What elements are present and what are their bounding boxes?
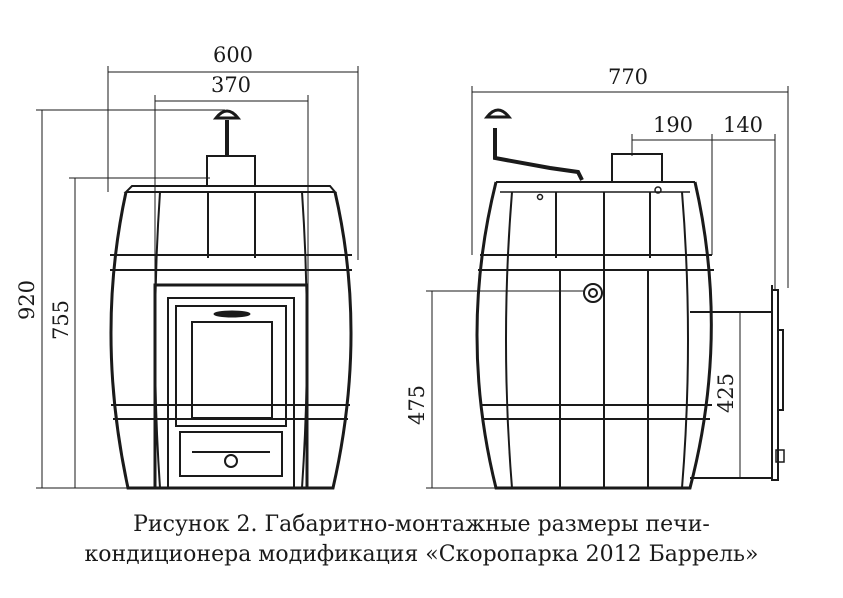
figure-caption-line-1: Рисунок 2. Габаритно-монтажные размеры п… bbox=[133, 512, 710, 537]
front-door-glass bbox=[191, 321, 273, 419]
dim-side-width: 770 bbox=[608, 65, 648, 89]
side-barrel-outline bbox=[475, 181, 713, 490]
stove-dimension-drawing: 600 370 920 755 770 190 140 475 425 bbox=[15, 43, 789, 490]
dim-chimney-offset: 190 bbox=[653, 113, 693, 137]
front-dimension-lines bbox=[36, 66, 359, 489]
front-view bbox=[109, 109, 353, 490]
dim-side-mid-height: 475 bbox=[405, 385, 429, 425]
front-hoop-bottom bbox=[111, 404, 350, 420]
front-handle-knob bbox=[212, 109, 242, 120]
side-crank-handle bbox=[493, 128, 584, 181]
side-water-connection bbox=[583, 283, 603, 303]
side-dimension-lines bbox=[426, 86, 789, 489]
side-hoop-top bbox=[478, 254, 714, 271]
dim-door-width: 370 bbox=[211, 73, 251, 97]
dim-connect-height: 425 bbox=[714, 373, 738, 413]
dim-tank-offset: 140 bbox=[723, 113, 763, 137]
front-ash-box bbox=[179, 431, 283, 477]
dim-barrel-height: 755 bbox=[49, 300, 73, 340]
dim-front-width: 600 bbox=[213, 43, 253, 67]
figure-caption-line-2: кондиционера модификация «Скоропарка 201… bbox=[84, 542, 759, 567]
front-hoop-top bbox=[110, 254, 352, 271]
front-chimney bbox=[206, 155, 256, 187]
side-chimney bbox=[611, 153, 663, 183]
dim-total-height: 920 bbox=[15, 280, 39, 320]
front-barrel-outline bbox=[109, 191, 353, 490]
side-view bbox=[475, 108, 785, 490]
side-hoop-bottom bbox=[480, 404, 712, 420]
